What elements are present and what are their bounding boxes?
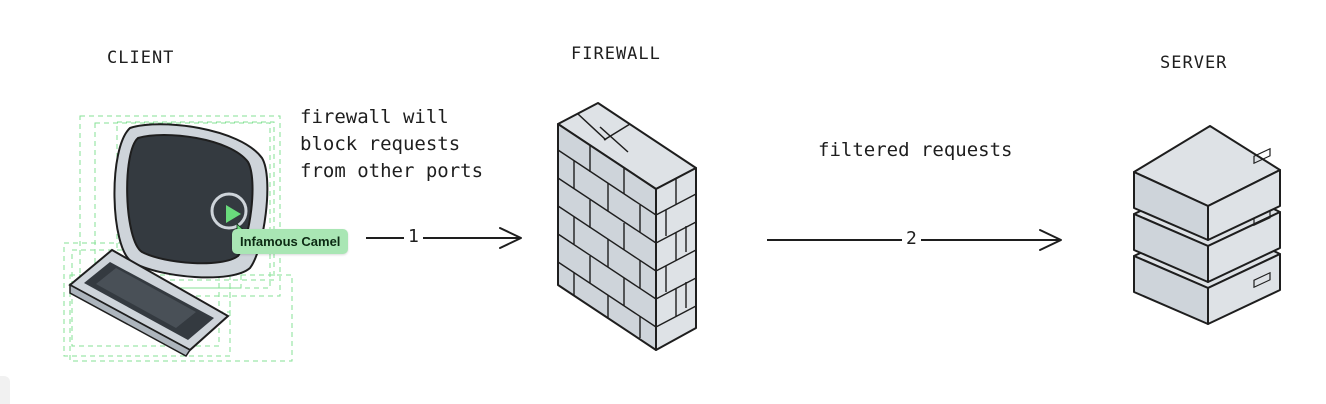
brick-wall-icon[interactable] bbox=[557, 102, 697, 351]
keyboard-icon bbox=[68, 248, 230, 357]
server-icon[interactable] bbox=[1133, 125, 1281, 325]
firewall-note[interactable]: firewall will block requests from other … bbox=[300, 104, 483, 185]
firewall-note-line-2: block requests bbox=[300, 133, 461, 155]
arrow-1-label: 1 bbox=[404, 226, 423, 247]
server-label: SERVER bbox=[1160, 53, 1228, 73]
filtered-requests-note[interactable]: filtered requests bbox=[818, 139, 1013, 161]
server-unit-top bbox=[1133, 125, 1281, 241]
play-icon bbox=[210, 192, 248, 230]
firewall-note-line-1: firewall will bbox=[300, 106, 449, 128]
collaborator-badge: Infamous Camel bbox=[232, 229, 349, 254]
arrow-2-label: 2 bbox=[902, 228, 921, 249]
arrow-1[interactable] bbox=[366, 227, 522, 249]
client-label: CLIENT bbox=[107, 48, 175, 68]
corner-tab bbox=[0, 376, 10, 404]
client-computer[interactable] bbox=[63, 115, 293, 362]
computer-icon bbox=[113, 123, 269, 279]
firewall-note-line-3: from other ports bbox=[300, 160, 484, 182]
firewall-label: FIREWALL bbox=[571, 44, 661, 64]
